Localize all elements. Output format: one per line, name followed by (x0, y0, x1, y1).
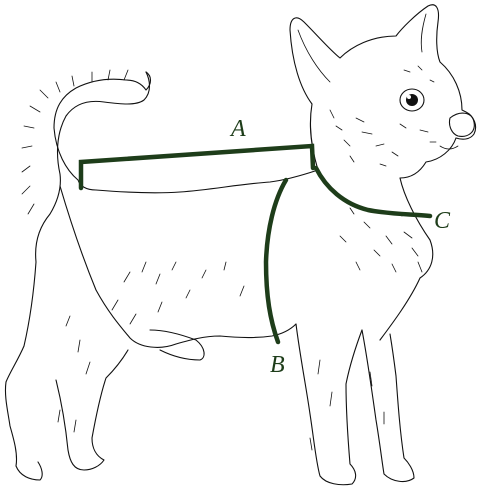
measure-line-c (313, 165, 433, 219)
dog-head-outline (289, 4, 477, 179)
dog-front-leg (295, 323, 363, 486)
dog-chest-outline (379, 177, 434, 341)
label-a: A (229, 116, 246, 142)
dog-rear-outline (4, 261, 43, 481)
label-b: B (270, 352, 285, 378)
dog-back-outline (53, 71, 319, 194)
measure-line-a (78, 143, 316, 191)
measurement-lines (78, 143, 433, 345)
dog-icon (4, 4, 477, 486)
dog-back-leg (55, 349, 129, 471)
dog-nose (448, 112, 475, 137)
measure-line-b (263, 177, 289, 345)
label-c: C (434, 208, 451, 234)
dog-eye (399, 88, 425, 112)
dog-tail-outline (35, 71, 151, 263)
